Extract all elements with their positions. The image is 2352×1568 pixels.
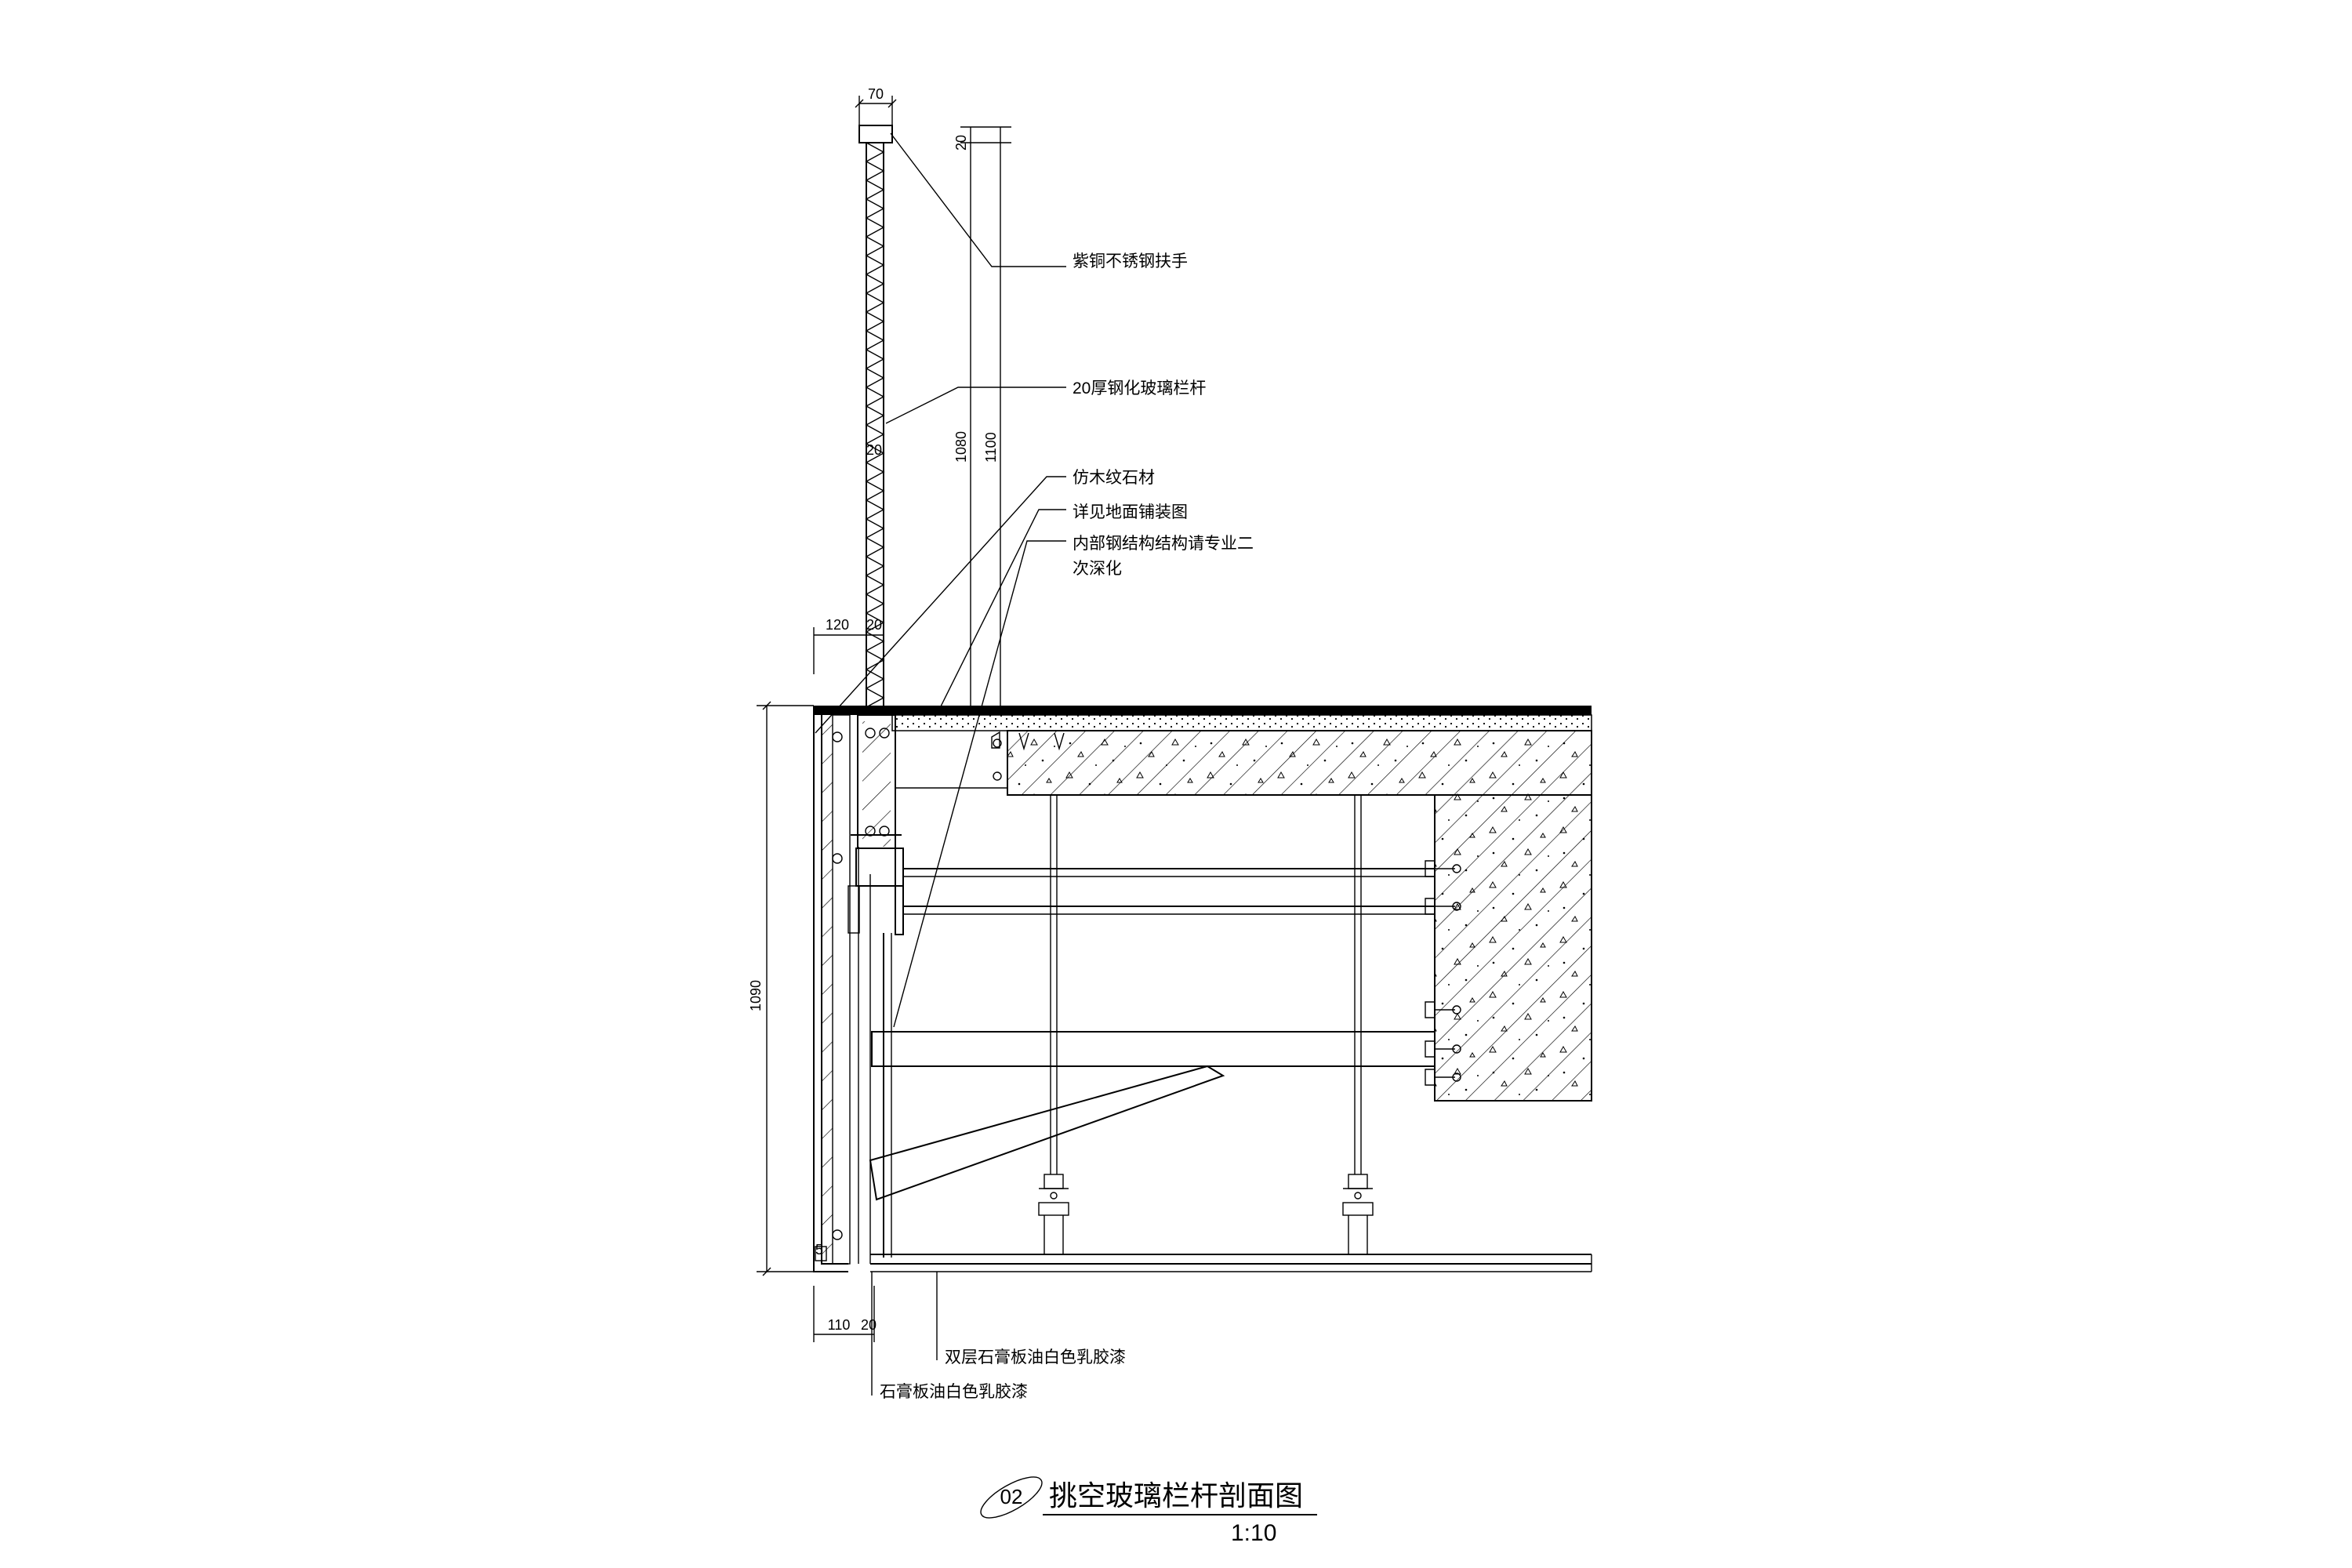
ceiling-hanger-clip [1342,1174,1374,1255]
handrail-glass-assembly [858,125,893,710]
title-number-ellipse [980,1476,1043,1519]
floor-slab [814,706,1592,796]
label-handrail: 紫铜不锈钢扶手 [1073,252,1188,270]
title-text: 挑空玻璃栏杆剖面图 [1049,1479,1303,1512]
dim-glass-height: 1080 [953,431,969,463]
annotation-labels: 紫铜不锈钢扶手 20厚钢化玻璃栏杆 仿木纹石材 详见地面铺装图 内部钢结构结构请… [880,252,1254,1401]
diagonal-brace [869,1065,1225,1201]
label-floor-ref: 详见地面铺装图 [1073,503,1188,521]
edge-cladding [813,706,871,1272]
drawing-title-block: 02 挑空玻璃栏杆剖面图 1:10 [980,1476,1317,1546]
label-glass-rail: 20厚钢化玻璃栏杆 [1073,379,1206,397]
gypsum-ceiling [870,1254,1592,1272]
glass-base-shoe [848,714,1065,935]
dim-side-offset: 120 [826,617,849,633]
handrail-cap [858,125,893,143]
title-scale: 1:10 [1231,1520,1276,1546]
label-steel-2: 次深化 [1073,560,1122,578]
wall-anchor-bolts [1425,860,1461,1086]
ceiling-hanger-clip [1038,1174,1069,1255]
label-gypsum: 石膏板油白色乳胶漆 [880,1383,1028,1401]
stone-finish-layer [814,706,1592,715]
dim-top-width: 70 [868,86,884,102]
dimension-lines: 70 20 1080 1100 20 120 20 1090 110 20 5 [748,86,1011,1342]
dim-overall-height: 1090 [748,980,764,1011]
dim-bottom-left: 110 [828,1317,851,1333]
steel-frame [869,795,1461,1258]
title-number: 02 [1000,1485,1023,1508]
dim-glass-thickness-top: 20 [866,442,882,458]
dim-glass-thickness-bottom: 20 [866,617,882,633]
label-double-gypsum: 双层石膏板油白色乳胶漆 [945,1348,1126,1367]
concrete-beam [1434,794,1592,1102]
dim-top-gap: 20 [953,135,969,151]
dim-bottom-right: 20 [861,1317,877,1333]
steel-beam [871,1031,1436,1067]
glass-panel [865,142,885,708]
label-steel-1: 内部钢结构结构请专业二 [1073,535,1254,553]
leader-lines [815,132,1066,1396]
dim-small-5: 5 [815,1242,823,1258]
label-stone: 仿木纹石材 [1073,469,1155,487]
dim-rail-height: 1100 [983,432,999,463]
